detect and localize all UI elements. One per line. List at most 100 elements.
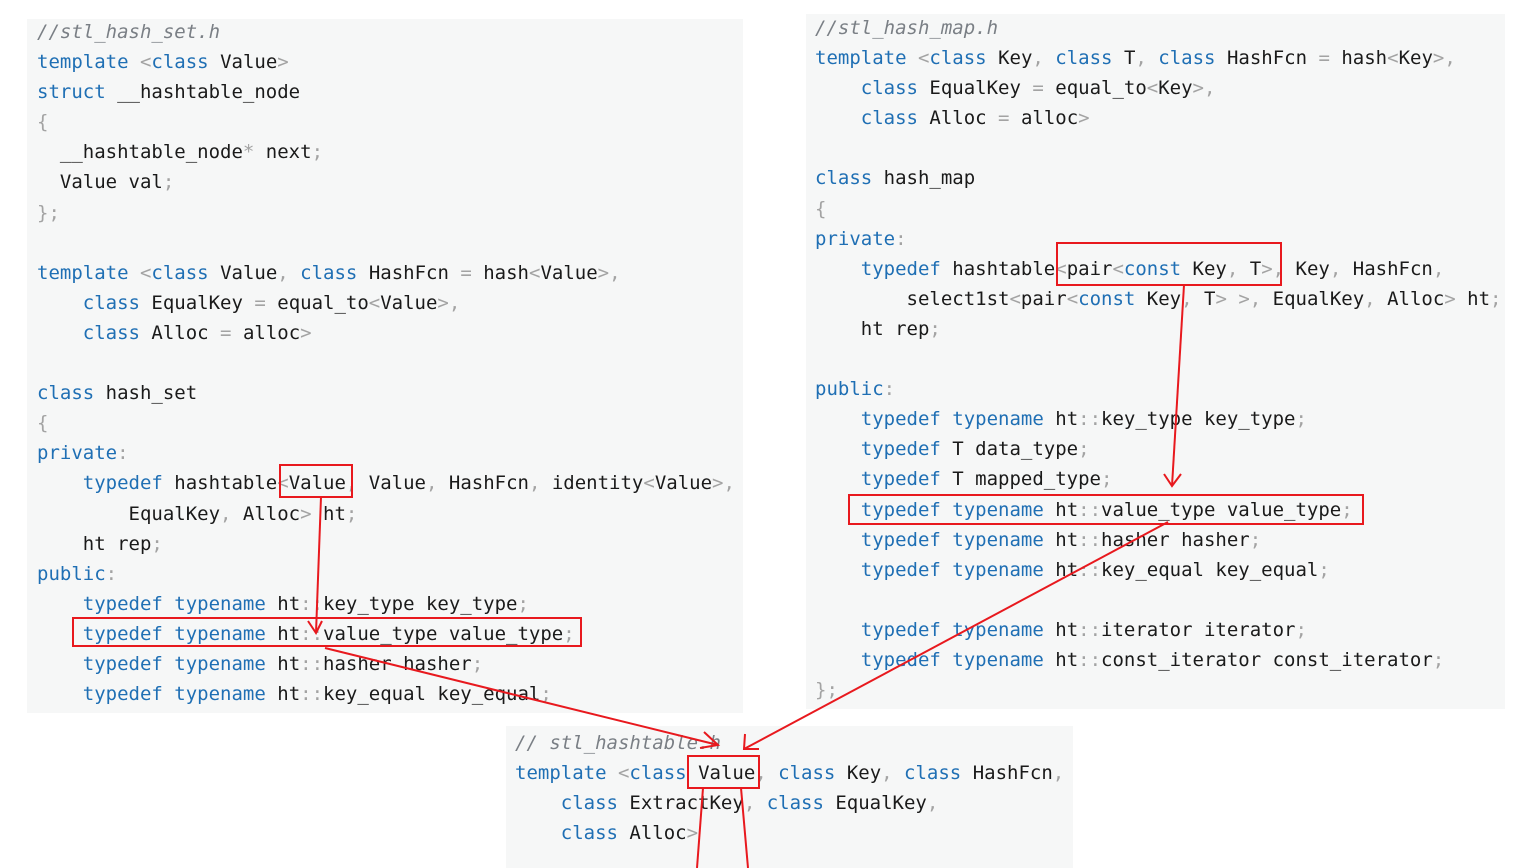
code-punctuation: { (815, 197, 827, 220)
code-text: Value (357, 472, 426, 495)
code-text: equal_to (1043, 77, 1147, 100)
code-text: ht (1043, 528, 1079, 551)
code-keyword: typename (952, 498, 1044, 521)
code-text: key_equal key_equal (323, 683, 541, 706)
code-punctuation: , (926, 792, 939, 815)
code-text: ht (265, 683, 301, 706)
code-punctuation: >, (1192, 77, 1216, 100)
code-line: // stl_hashtable.h (515, 728, 1064, 758)
code-keyword: typename (952, 558, 1044, 581)
code-line: { (37, 408, 735, 438)
code-text: equal_to (265, 291, 369, 314)
code-punctuation: ; (1490, 287, 1502, 310)
code-line: typedef typename ht::value_type value_ty… (815, 495, 1502, 525)
code-punctuation: < (1009, 287, 1021, 310)
code-text: ht rep (815, 317, 930, 340)
code-line: public: (37, 559, 735, 589)
code-line: class Alloc = alloc> (815, 103, 1502, 133)
code-line: typedef typename ht::hasher hasher; (815, 525, 1502, 555)
code-punctuation: >, (1261, 257, 1285, 280)
code-punctuation: > (300, 321, 312, 344)
code-line: class Alloc> (515, 818, 1064, 848)
code-punctuation: = (254, 291, 266, 314)
code-punctuation: , (1135, 47, 1147, 70)
code-line: Value val; (37, 167, 735, 197)
code-punctuation: : (895, 227, 907, 250)
code-text: HashFcn (357, 261, 461, 284)
code-punctuation: < (1066, 287, 1079, 310)
code-keyword: typedef (860, 438, 941, 461)
code-keyword: typedef (860, 618, 941, 641)
code-line: template <class Value> (37, 47, 735, 77)
code-punctuation: , (1226, 257, 1239, 280)
code-text (1044, 47, 1055, 69)
code-text: EqualKey (823, 792, 927, 815)
code-text: HashFcn (1341, 257, 1433, 280)
code-keyword: class (560, 822, 618, 845)
code-keyword: public (37, 562, 106, 585)
code-line: class ExtractKey, class EqualKey, (515, 788, 1064, 818)
code-keyword: private (37, 442, 118, 465)
code-punctuation: , (528, 472, 541, 495)
code-punctuation: >, (597, 261, 621, 284)
code-text (815, 468, 861, 490)
code-line: template <class Value, class Key, class … (515, 758, 1064, 788)
code-punctuation: :: (300, 592, 324, 615)
code-keyword: class (560, 792, 618, 815)
code-punctuation: :: (1078, 408, 1102, 431)
code-punctuation: , (1032, 47, 1044, 70)
code-text (1147, 47, 1158, 69)
code-punctuation: = (1032, 77, 1044, 100)
code-line: //stl_hash_map.h (815, 13, 1502, 43)
code-punctuation: ; (151, 532, 163, 555)
code-punctuation: < (139, 261, 152, 284)
code-punctuation: , (345, 472, 358, 495)
code-keyword: typedef (860, 468, 941, 491)
code-text (129, 51, 140, 73)
code-punctuation: { (37, 412, 49, 435)
code-line: typedef typename ht::hasher hasher; (37, 649, 735, 679)
code-punctuation: ; (929, 317, 941, 340)
code-line: typedef hashtable<pair<const Key, T>, Ke… (815, 254, 1502, 284)
code-keyword: class (929, 47, 987, 70)
code-keyword: const (1078, 287, 1136, 310)
code-text: key_equal key_equal (1101, 558, 1319, 581)
code-text (815, 559, 861, 581)
code-text (767, 762, 778, 784)
code-punctuation: >, (1432, 47, 1456, 70)
code-text: Value (208, 51, 278, 74)
code-punctuation: , (743, 792, 756, 815)
code-text (941, 619, 952, 641)
code-text: Alloc (139, 321, 221, 344)
code-keyword: class (82, 321, 140, 344)
code-line: EqualKey, Alloc> ht; (37, 499, 735, 529)
code-punctuation: ; (540, 683, 552, 706)
code-punctuation: ; (563, 622, 575, 645)
code-keyword: template (37, 261, 129, 284)
code-text: hashtable (940, 257, 1056, 280)
code-punctuation: * (242, 141, 255, 164)
code-punctuation: ; (517, 592, 529, 615)
code-punctuation: > >, (1215, 287, 1262, 310)
code-line: typedef typename ht::const_iterator cons… (815, 645, 1502, 675)
code-text (129, 262, 140, 284)
code-text: ht rep (37, 532, 152, 555)
code-text: hasher hasher (1101, 528, 1250, 551)
code-keyword: typedef (82, 592, 163, 615)
code-keyword: typename (952, 618, 1044, 641)
code-line: typedef typename ht::key_type key_type; (37, 589, 735, 619)
code-text (941, 529, 952, 551)
code-punctuation: < (1112, 257, 1124, 280)
code-line: { (37, 107, 735, 137)
code-punctuation: , (277, 261, 289, 284)
code-punctuation: < (643, 472, 655, 495)
code-text: Value (208, 261, 278, 284)
code-text (37, 472, 83, 494)
code-text: HashFcn (961, 762, 1053, 785)
code-line: //stl_hash_set.h (37, 17, 735, 47)
code-text (515, 792, 561, 814)
code-keyword: template (37, 51, 129, 74)
code-punctuation: : (883, 378, 896, 401)
